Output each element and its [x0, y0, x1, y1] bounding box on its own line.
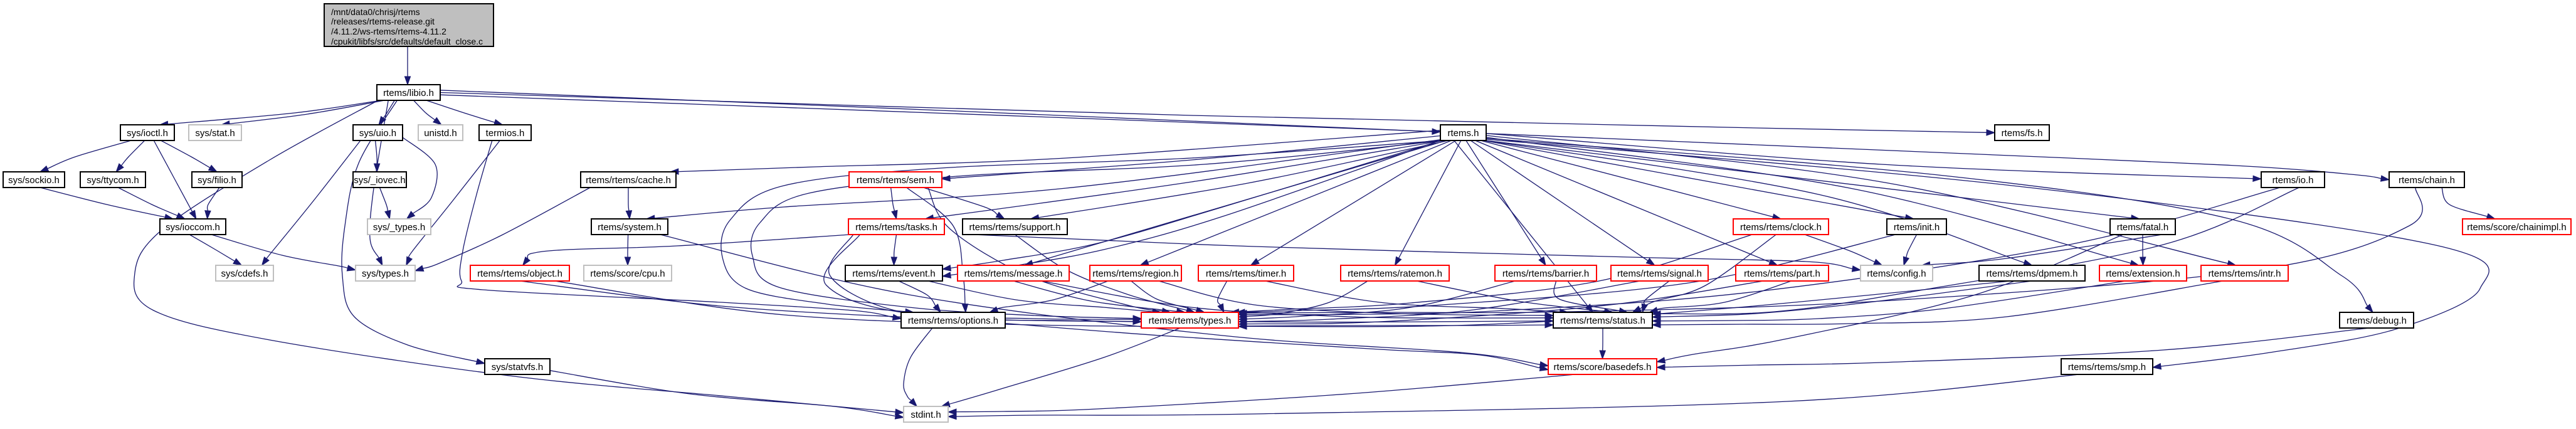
svg-text:sys/_iovec.h: sys/_iovec.h — [354, 175, 406, 186]
svg-text:rtems/init.h: rtems/init.h — [1894, 222, 1940, 233]
svg-text:rtems/fs.h: rtems/fs.h — [2002, 128, 2043, 139]
svg-text:sys/ttycom.h: sys/ttycom.h — [87, 175, 139, 186]
svg-text:rtems/rtems/support.h: rtems/rtems/support.h — [969, 222, 1061, 233]
svg-text:sys/sockio.h: sys/sockio.h — [8, 175, 60, 186]
svg-text:rtems/rtems/types.h: rtems/rtems/types.h — [1149, 315, 1232, 326]
svg-text:sys/filio.h: sys/filio.h — [198, 175, 236, 186]
svg-text:rtems/rtems/region.h: rtems/rtems/region.h — [1092, 268, 1179, 279]
svg-text:rtems/score/chainimpl.h: rtems/score/chainimpl.h — [2467, 222, 2566, 233]
svg-text:rtems/chain.h: rtems/chain.h — [2399, 175, 2455, 186]
svg-text:sys/uio.h: sys/uio.h — [359, 128, 396, 139]
svg-text:sys/statvfs.h: sys/statvfs.h — [492, 362, 544, 373]
svg-text:rtems/system.h: rtems/system.h — [598, 222, 662, 233]
svg-text:rtems/score/basedefs.h: rtems/score/basedefs.h — [1554, 362, 1652, 373]
svg-text:rtems/rtems/part.h: rtems/rtems/part.h — [1744, 268, 1820, 279]
svg-text:rtems/config.h: rtems/config.h — [1867, 268, 1926, 279]
svg-text:rtems/rtems/status.h: rtems/rtems/status.h — [1560, 315, 1645, 326]
svg-text:sys/_types.h: sys/_types.h — [373, 222, 425, 233]
svg-text:rtems/debug.h: rtems/debug.h — [2346, 315, 2407, 326]
svg-text:rtems/io.h: rtems/io.h — [2272, 175, 2314, 186]
svg-text:rtems/score/cpu.h: rtems/score/cpu.h — [590, 268, 665, 279]
svg-text:rtems/rtems/intr.h: rtems/rtems/intr.h — [2209, 268, 2281, 279]
svg-text:rtems/rtems/smp.h: rtems/rtems/smp.h — [2068, 362, 2146, 373]
svg-text:rtems/rtems/clock.h: rtems/rtems/clock.h — [1740, 222, 1822, 233]
svg-text:sys/ioctl.h: sys/ioctl.h — [127, 128, 168, 139]
svg-text:rtems/rtems/dpmem.h: rtems/rtems/dpmem.h — [1987, 268, 2078, 279]
svg-text:rtems/rtems/sem.h: rtems/rtems/sem.h — [857, 175, 934, 186]
svg-text:/mnt/data0/chrisj/rtems: /mnt/data0/chrisj/rtems — [331, 7, 420, 17]
svg-text:rtems/rtems/timer.h: rtems/rtems/timer.h — [1206, 268, 1286, 279]
svg-text:rtems/rtems/event.h: rtems/rtems/event.h — [852, 268, 936, 279]
svg-text:sys/types.h: sys/types.h — [362, 268, 409, 279]
svg-text:sys/stat.h: sys/stat.h — [195, 128, 235, 139]
svg-text:unistd.h: unistd.h — [424, 128, 457, 139]
svg-text:rtems.h: rtems.h — [1447, 128, 1479, 139]
svg-text:rtems/fatal.h: rtems/fatal.h — [2117, 222, 2169, 233]
svg-text:rtems/libio.h: rtems/libio.h — [383, 88, 434, 98]
svg-text:rtems/rtems/object.h: rtems/rtems/object.h — [477, 268, 562, 279]
svg-text:termios.h: termios.h — [486, 128, 525, 139]
svg-text:sys/cdefs.h: sys/cdefs.h — [221, 268, 268, 279]
svg-text:rtems/extension.h: rtems/extension.h — [2106, 268, 2180, 279]
svg-text:rtems/rtems/barrier.h: rtems/rtems/barrier.h — [1502, 268, 1589, 279]
svg-text:/4.11.2/ws-rtems/rtems-4.11.2: /4.11.2/ws-rtems/rtems-4.11.2 — [331, 26, 446, 36]
svg-text:rtems/rtems/cache.h: rtems/rtems/cache.h — [586, 175, 671, 186]
svg-text:rtems/rtems/message.h: rtems/rtems/message.h — [964, 268, 1063, 279]
svg-text:rtems/rtems/ratemon.h: rtems/rtems/ratemon.h — [1348, 268, 1442, 279]
svg-text:stdint.h: stdint.h — [911, 410, 941, 420]
svg-text:/cpukit/libfs/src/defaults/def: /cpukit/libfs/src/defaults/default_close… — [331, 36, 483, 46]
svg-text:rtems/rtems/tasks.h: rtems/rtems/tasks.h — [855, 222, 937, 233]
svg-text:rtems/rtems/options.h: rtems/rtems/options.h — [908, 315, 998, 326]
svg-text:rtems/rtems/signal.h: rtems/rtems/signal.h — [1617, 268, 1702, 279]
svg-text:sys/ioccom.h: sys/ioccom.h — [166, 222, 220, 233]
svg-text:/releases/rtems-release.git: /releases/rtems-release.git — [331, 16, 435, 26]
